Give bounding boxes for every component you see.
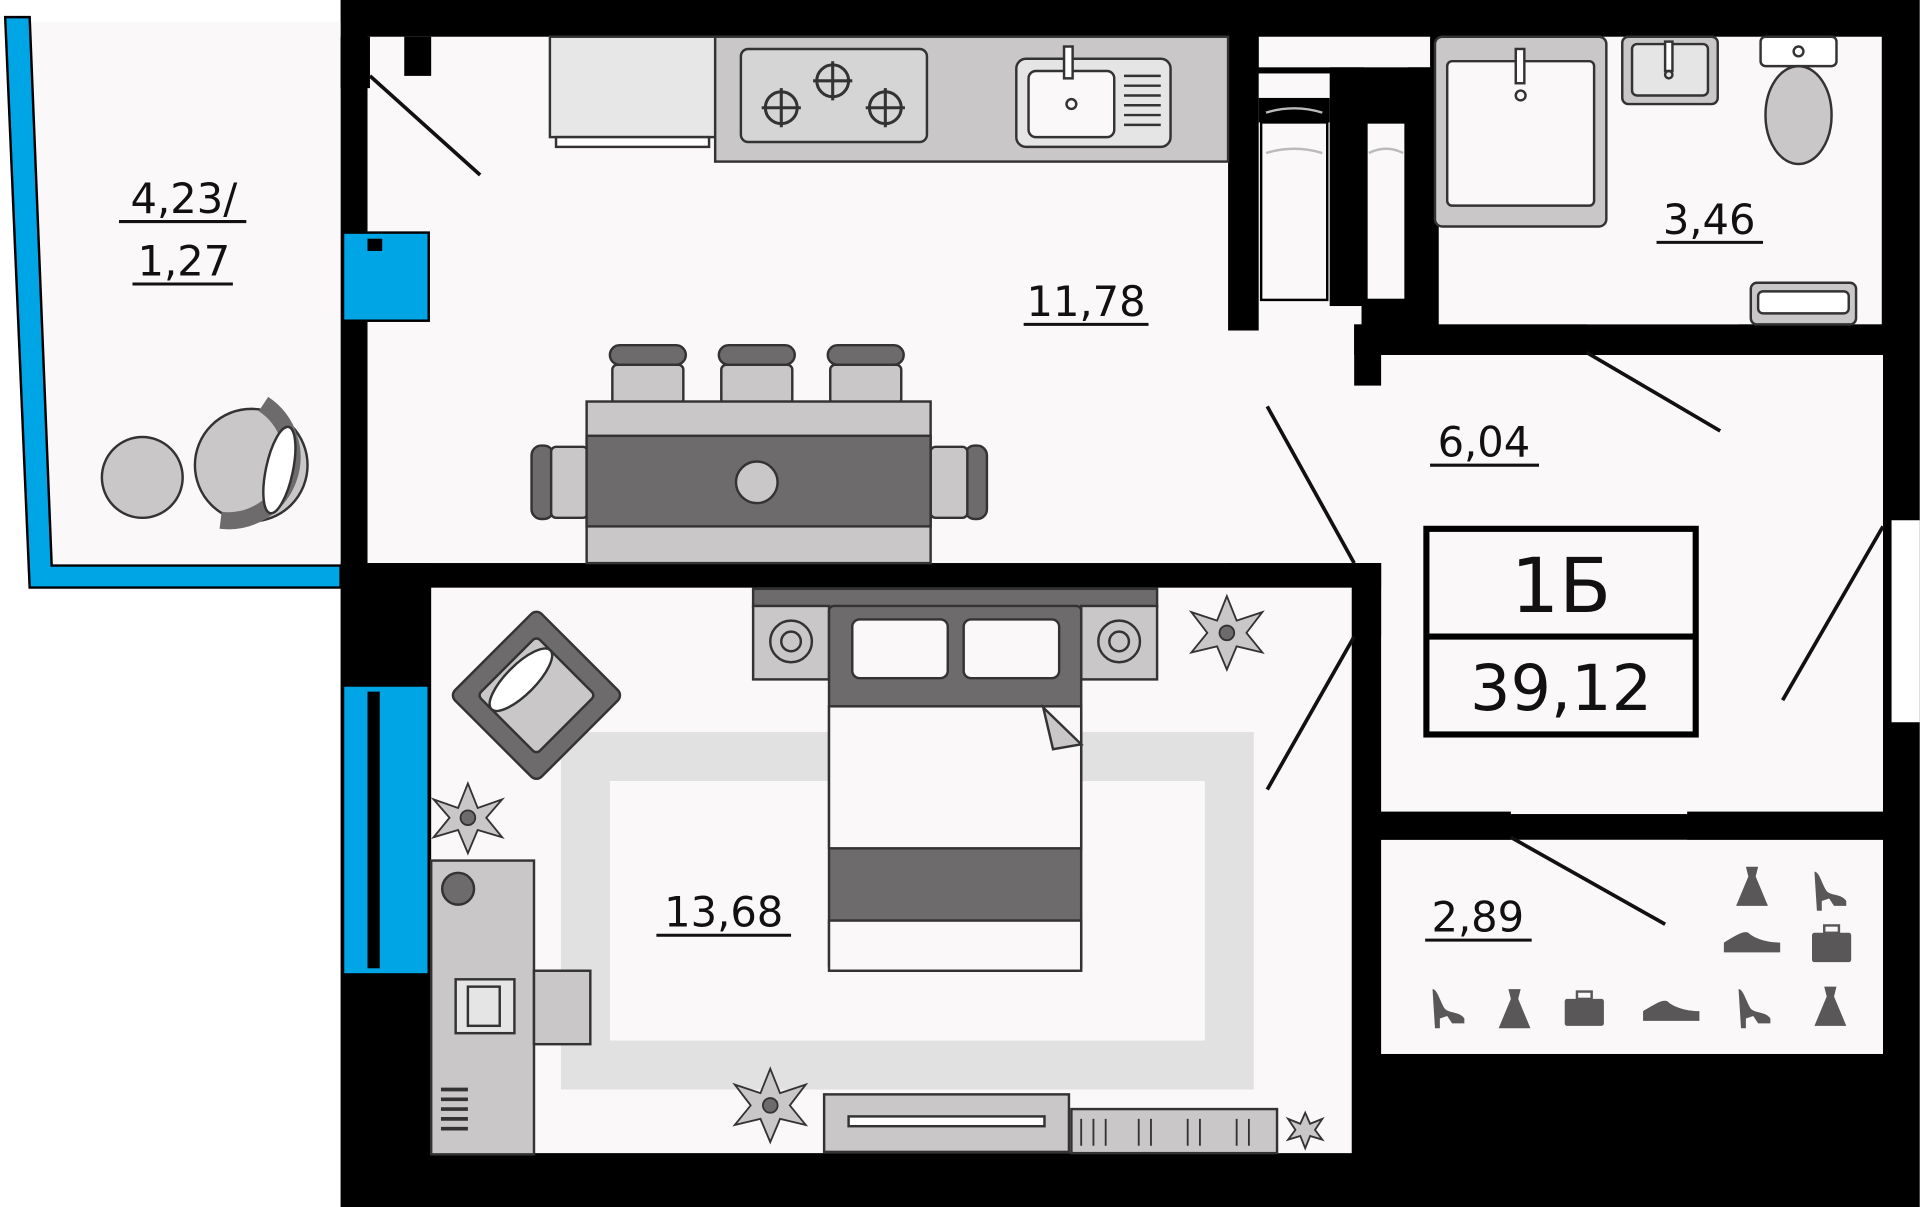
- bedroom-area: 13,68: [664, 888, 783, 937]
- balcony-furniture: [100, 396, 309, 530]
- dining-set: [530, 343, 989, 565]
- balcony-door[interactable]: [368, 74, 482, 177]
- high-heel-icon: [1432, 989, 1465, 1029]
- armchair: [451, 610, 622, 781]
- nightstand-left: [751, 604, 831, 681]
- inner-walls: [340, 36, 1883, 840]
- chair-top: [608, 343, 905, 406]
- plants: [430, 593, 1325, 1151]
- kitchen-area: 11,78: [1027, 277, 1146, 326]
- plant-icon: [1285, 1110, 1325, 1151]
- desk-chair: [532, 969, 592, 1046]
- dress-icon: [1736, 866, 1768, 906]
- hallway-area: 6,04: [1438, 418, 1531, 467]
- pillow: [851, 618, 949, 680]
- fridge: [548, 35, 717, 139]
- toilet-tank: [1759, 35, 1838, 68]
- sneaker-icon: [1643, 1000, 1700, 1021]
- wardrobe-items: [1432, 866, 1852, 1029]
- bedroom-window[interactable]: [341, 684, 430, 976]
- kitchen-door[interactable]: [1265, 405, 1356, 564]
- kitchen-set: [548, 35, 1230, 163]
- windows: [3, 15, 1920, 976]
- sneaker-icon: [1723, 932, 1781, 953]
- balcony-area-line1: 4,23/: [131, 174, 239, 223]
- bed-headboard: [751, 587, 1159, 609]
- apartment-type: 1Б: [1511, 542, 1611, 630]
- entrance-gap: [1891, 520, 1920, 723]
- bedroom-door[interactable]: [1265, 635, 1356, 791]
- balcony-area-line2: 1,27: [138, 236, 231, 285]
- wardrobe-area: 2,89: [1431, 893, 1524, 942]
- dress-icon: [1498, 989, 1531, 1029]
- kitchen-window[interactable]: [341, 231, 430, 322]
- apartment-badge: 1Б 39,12: [1423, 525, 1699, 738]
- shelf-unit: [1070, 1107, 1279, 1155]
- toilet-bowl: [1764, 64, 1833, 166]
- wardrobe-floor: [1381, 839, 1883, 1054]
- bedroom-furniture: [429, 587, 1279, 1156]
- closet-shelves: [1259, 107, 1407, 302]
- bathroom-door[interactable]: [1585, 350, 1722, 433]
- side-table: [100, 435, 184, 520]
- dress-icon: [1814, 986, 1847, 1026]
- lamp-icon: [1097, 619, 1142, 664]
- high-heel-icon: [1738, 989, 1771, 1029]
- wardrobe-door[interactable]: [1509, 835, 1667, 926]
- apartment-total-area: 39,12: [1470, 652, 1652, 726]
- balcony-glazing: [3, 15, 342, 589]
- briefcase-icon: [1812, 924, 1852, 963]
- area-labels: 4,23/ 1,27 11,78 3,46 6,04 13,68 2,89: [119, 174, 1764, 942]
- lamp-icon: [769, 619, 814, 664]
- high-heel-icon: [1814, 871, 1847, 911]
- nightstand-right: [1079, 604, 1159, 681]
- entrance-door[interactable]: [1781, 525, 1885, 702]
- pillow: [962, 618, 1061, 680]
- bathroom-fixtures: [1433, 35, 1858, 326]
- briefcase-icon: [1564, 990, 1604, 1026]
- laptop-icon: [454, 978, 516, 1035]
- closet-niche-floor: [1258, 36, 1431, 68]
- doors: [368, 74, 1885, 926]
- bathroom-area: 3,46: [1663, 195, 1756, 244]
